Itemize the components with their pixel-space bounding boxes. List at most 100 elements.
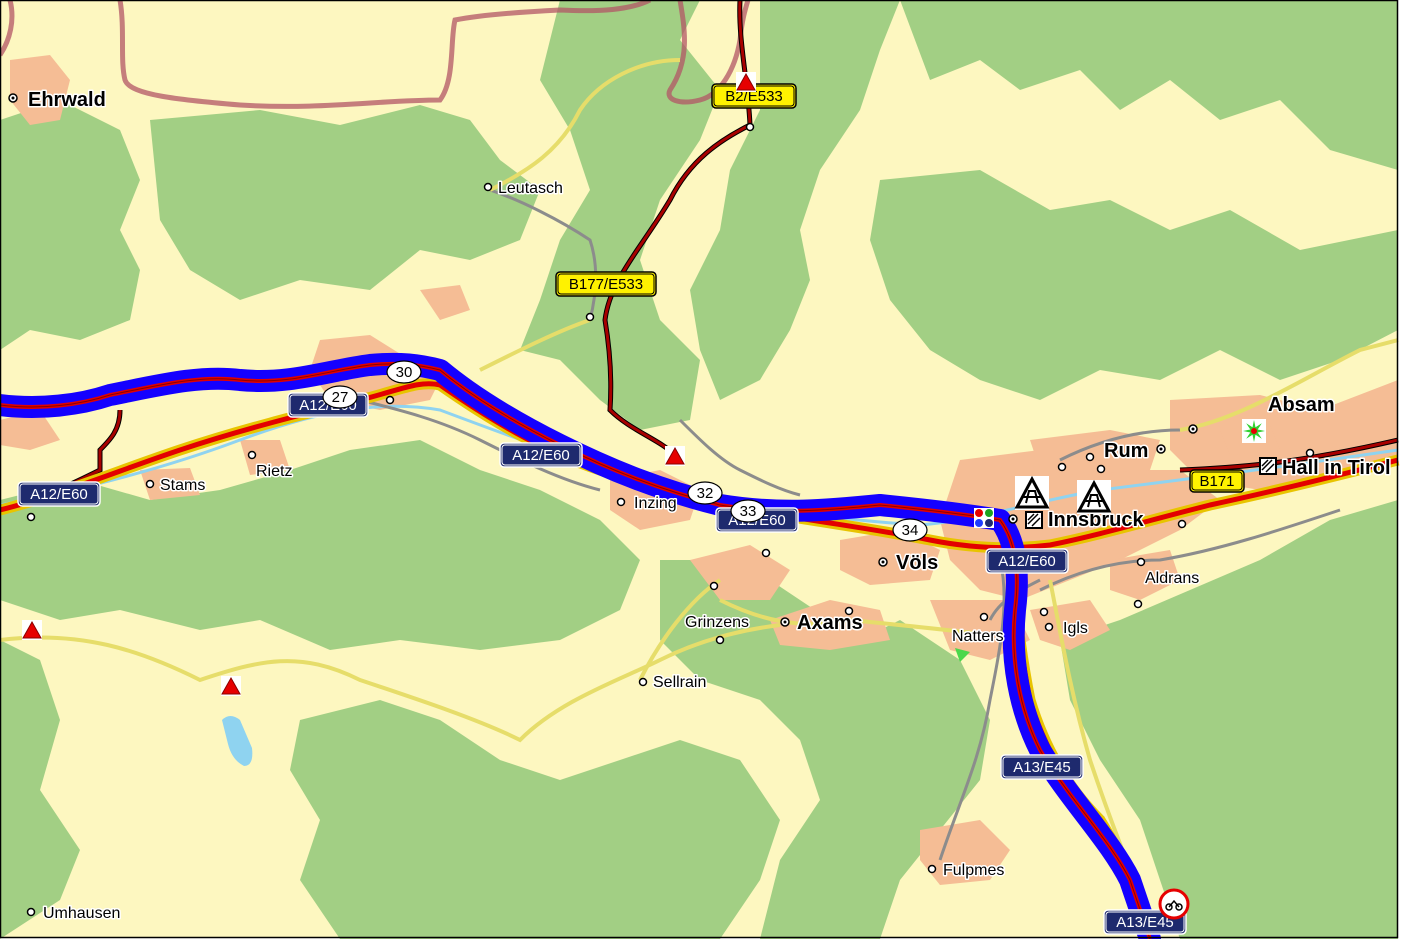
icon-shape [665, 446, 685, 465]
icon-part [975, 519, 983, 527]
shield-body [555, 271, 657, 297]
poi-star-icon[interactable] [1242, 419, 1266, 443]
shield-label: B2/E533 [725, 88, 783, 105]
secondary-road [489, 58, 681, 192]
forest-area [0, 100, 140, 350]
motorway-shield: A13/E45 [1000, 754, 1084, 780]
place-dot [927, 864, 937, 874]
exit-marker: 30 [386, 360, 422, 384]
place-label: Völs [896, 552, 938, 574]
traffic-jam-icon[interactable] [1076, 479, 1112, 514]
icon-shape [1158, 888, 1190, 920]
forest-area [690, 0, 900, 400]
place-dot [715, 635, 725, 645]
icon-shape [1025, 511, 1043, 529]
place-dot [26, 512, 36, 522]
exit-marker: 27 [322, 385, 358, 409]
icon-wheel [1175, 903, 1183, 911]
place-label: Aldrans [1145, 570, 1199, 587]
place-label: Leutasch [498, 180, 563, 197]
shield-inner-border [1105, 911, 1185, 933]
shield-inner-border [1191, 471, 1243, 491]
icon-hatch [1261, 459, 1275, 473]
forest-area [870, 170, 1398, 400]
icon-shape [1014, 475, 1050, 509]
exit-marker: 32 [687, 481, 723, 505]
icon-shape [1259, 457, 1277, 475]
poi-square-icon[interactable] [1025, 511, 1043, 529]
forest-area [660, 560, 990, 939]
icon-shape [22, 620, 42, 639]
shield-inner-border [1002, 756, 1082, 778]
place-dot-center [1191, 427, 1195, 431]
shield-label: A12/E60 [30, 486, 88, 503]
urban-area [920, 820, 1010, 885]
forest-area [520, 0, 720, 430]
place-dot [1177, 519, 1187, 529]
place-dot [979, 612, 989, 622]
place-label: Stams [160, 477, 205, 494]
urban-area [240, 440, 290, 475]
place-dot [1085, 452, 1095, 462]
exit-bubble [730, 499, 766, 523]
place-label: Grinzens [685, 614, 749, 631]
shield-label: A13/E45 [1116, 914, 1174, 931]
place-label: Hall in Tirol [1282, 457, 1391, 479]
place-label: Rietz [256, 463, 292, 480]
place-dot [761, 548, 771, 558]
lake [222, 716, 253, 766]
road-shields: B2/E533B177/E533B171A12/E60A12/E60A12/E6… [17, 83, 1245, 935]
place-dot [844, 606, 854, 616]
exit-number: 27 [332, 389, 349, 406]
minor-road [1039, 508, 1341, 592]
place-label: Sellrain [653, 674, 706, 691]
no-motorcycles-icon[interactable] [1158, 888, 1190, 920]
place-dot-center [783, 620, 787, 624]
urban-area [10, 55, 70, 125]
icon-part [985, 509, 993, 517]
place-dot [1039, 607, 1049, 617]
icon-frame [1168, 899, 1180, 908]
place-dot [145, 479, 155, 489]
exit-number: 32 [697, 485, 714, 502]
shield-body [1000, 754, 1084, 780]
place-labels: EhrwaldLeutaschStamsRietzInzingVölsInnsb… [27, 88, 1393, 924]
warning-triangle-icon[interactable] [221, 676, 241, 696]
warning-triangle-icon[interactable] [736, 72, 756, 92]
warning-triangle-icon[interactable] [665, 446, 685, 466]
minor-road [1059, 428, 1181, 462]
exit-number: 33 [740, 503, 757, 520]
exit-marker: 33 [730, 499, 766, 523]
shield-label: A13/E45 [1013, 759, 1071, 776]
shield-label: A12/E60 [512, 447, 570, 464]
exit-bubble [322, 385, 358, 409]
map-icons[interactable] [22, 72, 1277, 920]
forest-area [900, 0, 1398, 170]
place-dot [26, 907, 36, 917]
secondary-road [479, 318, 591, 372]
forest-area [0, 440, 640, 650]
urban-area [0, 410, 60, 450]
shield-inner-border [501, 444, 581, 466]
place-dot [1044, 622, 1054, 632]
road-shield: B171 [1189, 469, 1245, 493]
urban-area [1030, 600, 1110, 650]
icon-center [1251, 428, 1257, 434]
icon-car [1023, 490, 1041, 504]
shield-body [499, 442, 583, 468]
highlighted-route[interactable] [0, 352, 1161, 939]
interchange-icon[interactable] [974, 508, 994, 528]
warning-triangle-icon[interactable] [22, 620, 42, 640]
traffic-jam-icon[interactable] [1014, 475, 1050, 510]
shield-body [985, 548, 1069, 574]
place-label: Inzing [634, 495, 677, 512]
icon-hatch [1027, 513, 1041, 527]
poi-square-icon[interactable] [1259, 457, 1277, 475]
icon-wheel [1165, 903, 1173, 911]
urban-area [420, 285, 470, 320]
place-dot [585, 312, 595, 322]
